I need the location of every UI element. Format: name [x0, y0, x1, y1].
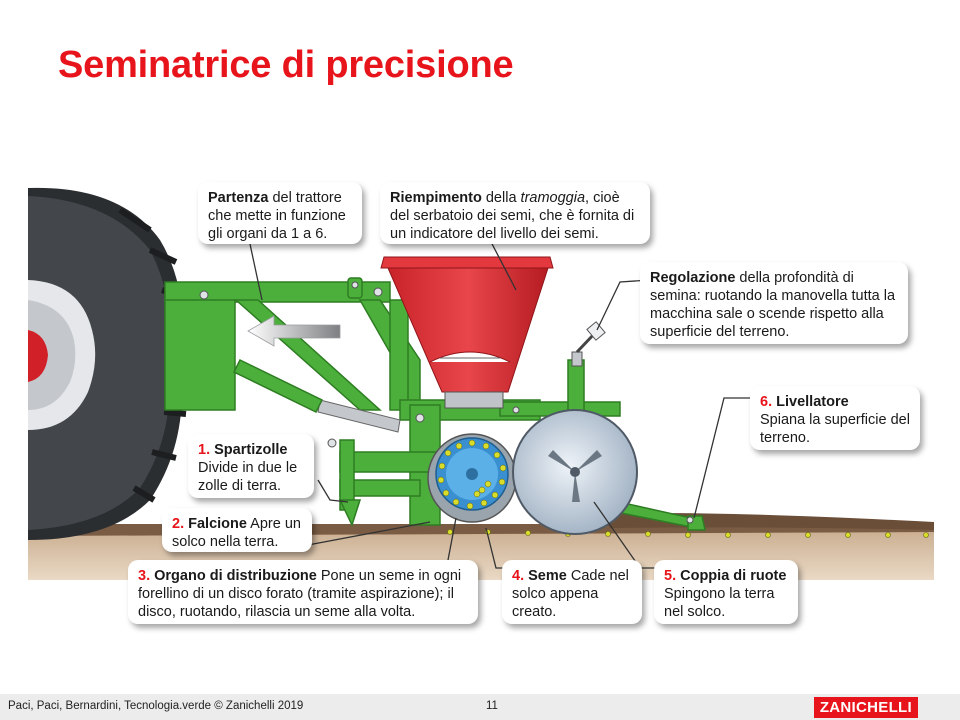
page-number: 11	[486, 700, 498, 712]
depth-crank	[572, 322, 605, 366]
callout-spartizolle-title: Spartizolle	[214, 442, 287, 458]
callout-seme: 4. Seme Cade nel solco appena creato.	[502, 560, 642, 624]
callout-regolazione-title: Regolazione	[650, 270, 735, 286]
callout-organo-title: Organo di distribuzione	[154, 568, 317, 584]
callout-partenza-title: Partenza	[208, 190, 268, 206]
footer-credits: Paci, Paci, Bernardini, Tecnologia.verde…	[8, 700, 303, 712]
callout-ruote-number: 5.	[664, 568, 676, 584]
callout-ruote-text: Spingono la terra nel solco.	[664, 586, 774, 620]
callout-regolazione: Regolazione della profondità di semina: …	[640, 262, 908, 344]
callout-riempimento-italic: tramoggia	[521, 190, 585, 206]
callout-falcione: 2. Falcione Apre un solco nella terra.	[162, 508, 312, 552]
callout-ruote-title: Coppia di ruote	[680, 568, 786, 584]
callout-seme-title: Seme	[528, 568, 567, 584]
distribution-disc	[428, 434, 516, 522]
callout-riempimento: Riempimento della tramoggia, cioè del se…	[380, 182, 650, 244]
callout-organo-number: 3.	[138, 568, 150, 584]
callout-livellatore-title: Livellatore	[776, 394, 849, 410]
callout-organo: 3. Organo di distribuzione Pone un seme …	[128, 560, 478, 624]
callout-spartizolle-text: Divide in due le zolle di terra.	[198, 460, 297, 494]
callout-falcione-title: Falcione	[188, 516, 247, 532]
callout-ruote: 5. Coppia di ruote Spingono la terra nel…	[654, 560, 798, 624]
publisher-logo: ZANICHELLI	[814, 697, 918, 718]
callout-livellatore-text: Spiana la superficie del terreno.	[760, 412, 910, 446]
closing-wheels	[513, 410, 637, 534]
callout-partenza: Partenza del trattore che mette in funzi…	[198, 182, 362, 244]
callout-riempimento-title: Riempimento	[390, 190, 482, 206]
callout-spartizolle-number: 1.	[198, 442, 210, 458]
callout-falcione-number: 2.	[172, 516, 184, 532]
callout-livellatore: 6. Livellatore Spiana la superficie del …	[750, 386, 920, 450]
callout-spartizolle: 1. Spartizolle Divide in due le zolle di…	[188, 434, 314, 498]
callout-riempimento-text1: della	[482, 190, 521, 206]
callout-livellatore-number: 6.	[760, 394, 772, 410]
callout-seme-number: 4.	[512, 568, 524, 584]
